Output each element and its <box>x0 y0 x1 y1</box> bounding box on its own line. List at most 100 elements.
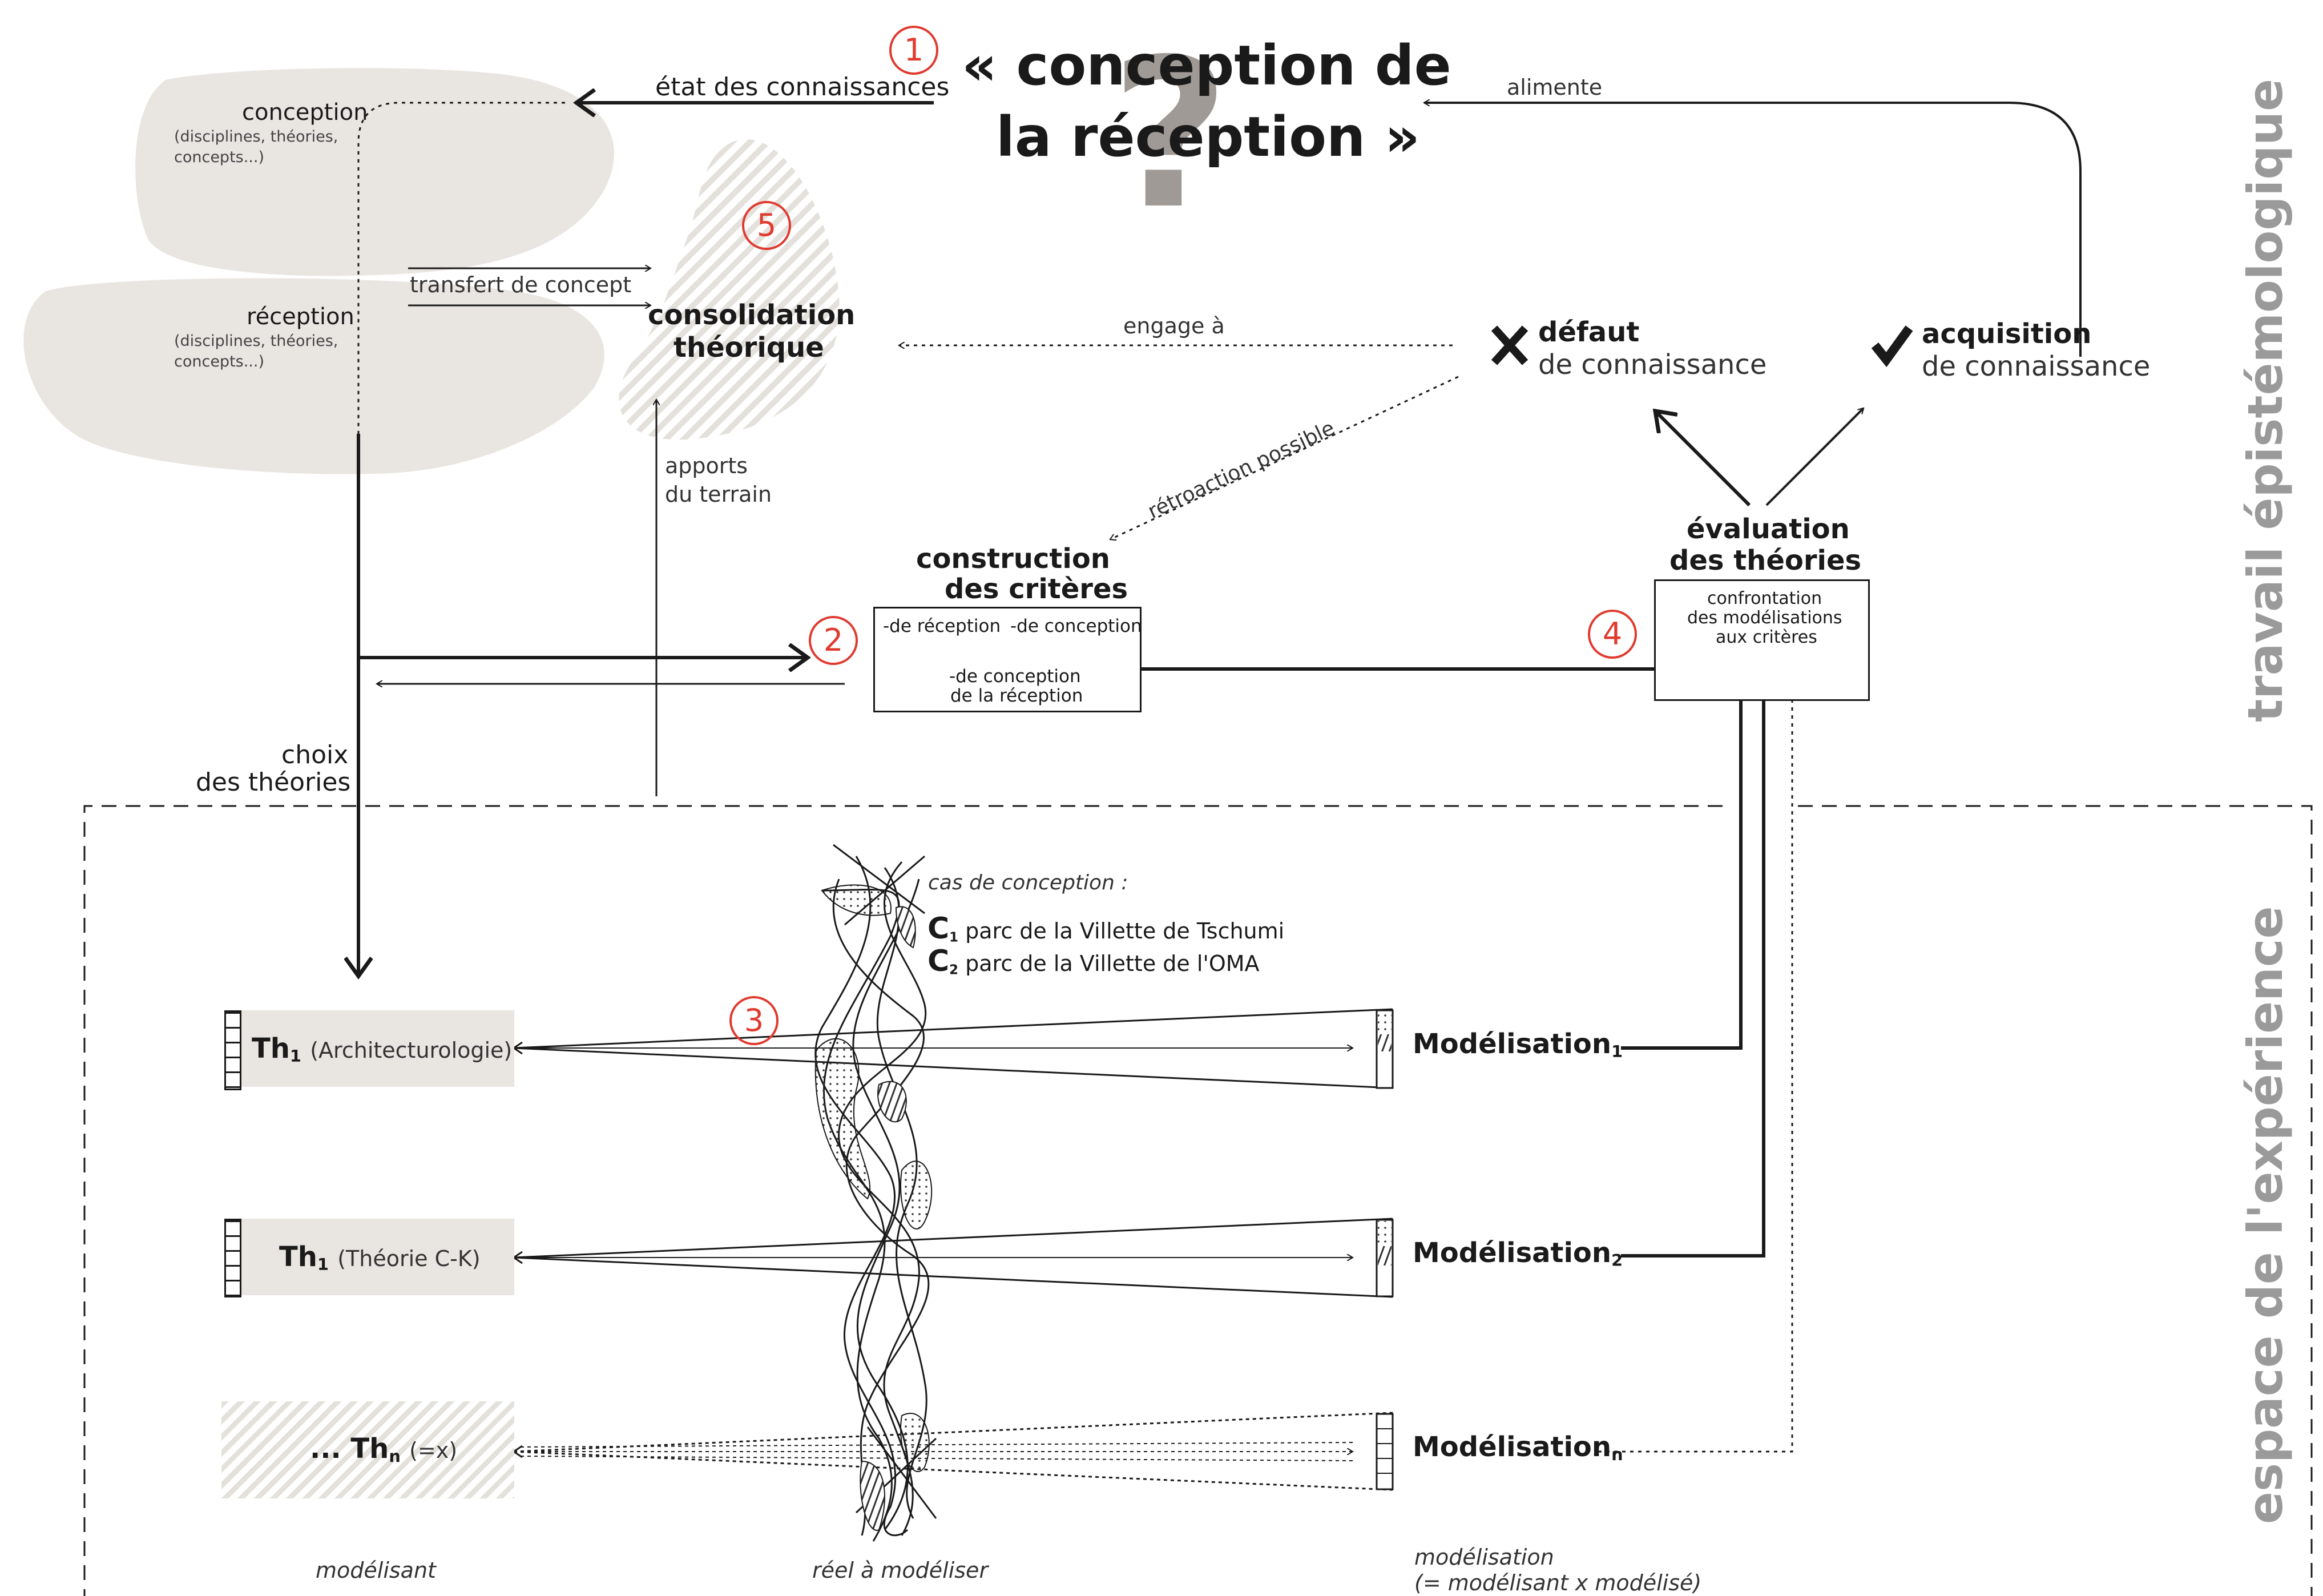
case-c1-text: parc de la Villette de Tschumi <box>965 918 1285 944</box>
theory-2-box: Th1 (Théorie C-K) <box>241 1219 514 1295</box>
conception-dotted <box>357 102 565 434</box>
reel-dots-patch-4 <box>900 1413 930 1472</box>
footer-reel: réel à modéliser <box>812 1558 989 1583</box>
consolidation-label-2: théorique <box>673 332 824 364</box>
model-2-sub: 2 <box>1611 1251 1623 1271</box>
step-5-badge: 5 <box>742 201 791 250</box>
theory-1-ruler <box>224 1010 241 1090</box>
step-3-badge: 3 <box>729 996 779 1045</box>
engage-label: engage à <box>1123 313 1225 338</box>
etat-label: état des connaissances <box>655 72 950 102</box>
case-c2-text: parc de la Villette de l'OMA <box>965 951 1260 976</box>
conception-blob <box>135 68 614 276</box>
step-1-badge: 1 <box>889 26 938 75</box>
apports-label-2: du terrain <box>665 482 772 507</box>
case-c1-letter: C <box>927 912 950 946</box>
theory-2-ruler <box>224 1219 241 1297</box>
question-mark: ? <box>1111 15 1230 254</box>
step-2-badge: 2 <box>809 616 858 665</box>
case-c2-letter: C <box>927 944 950 978</box>
acquisition-label-2: de connaissance <box>1922 350 2151 382</box>
conception-sub-2: concepts...) <box>174 148 265 166</box>
projection-row-2 <box>512 1218 1393 1298</box>
theory-1-sub: 1 <box>289 1046 301 1066</box>
conception-sub-1: (disciplines, théories, <box>174 128 338 146</box>
evaluation-body-1: confrontation <box>1707 589 1822 608</box>
model-n-name: Modélisation <box>1413 1431 1612 1463</box>
conception-title: conception <box>242 99 368 126</box>
theory-n-box: ... Thn (=x) <box>221 1401 514 1498</box>
cross-icon <box>1491 325 1528 365</box>
evaluation-title-1: évaluation <box>1687 513 1850 545</box>
footer-modelisation-2: (= modélisant x modélisé) <box>1414 1570 1702 1595</box>
case-c1-sub: 1 <box>949 930 959 945</box>
retroaction-arrow <box>1110 376 1459 539</box>
criteres-title-1: construction <box>916 543 1110 575</box>
criteres-title-2: des critères <box>945 573 1128 605</box>
theory-1-box: Th1 (Architecturologie) <box>241 1010 514 1087</box>
theory-2-name: Th <box>279 1241 317 1273</box>
choix-label-1: choix <box>281 740 349 769</box>
to-acquisition-arrow <box>1765 407 1865 506</box>
theory-n-desc: (=x) <box>409 1438 458 1463</box>
evaluation-body-3: aux critères <box>1716 627 1817 647</box>
step-4-badge: 4 <box>1588 610 1637 659</box>
reel-dots-patch-3 <box>900 1160 933 1230</box>
experience-frame <box>83 805 2313 1596</box>
case-c1: C1 parc de la Villette de Tschumi <box>927 912 1284 946</box>
reel-lines-patch-1 <box>895 906 916 949</box>
theory-n-label: ... Thn (=x) <box>310 1433 457 1466</box>
criteres-cdr-2: de la réception <box>950 686 1083 706</box>
side-experience-label: espace de l'expérience <box>2237 906 2293 1524</box>
theory-2-sub: 1 <box>317 1255 329 1275</box>
acquisition-label-1: acquisition <box>1922 318 2092 350</box>
criteres-conception: -de conception <box>1010 616 1142 636</box>
theory-2-label: Th1 (Théorie C-K) <box>279 1241 481 1275</box>
model-1-label: Modélisation1 <box>1413 1028 1623 1062</box>
model-2-label: Modélisation2 <box>1413 1237 1623 1271</box>
defaut-label-2: de connaissance <box>1538 349 1767 381</box>
reel-dots-patch-1 <box>821 884 892 916</box>
mod-box-n <box>1376 1413 1394 1490</box>
evaluation-title-2: des théories <box>1669 545 1862 577</box>
criteres-reception: -de réception <box>883 616 1001 636</box>
cases-heading: cas de conception : <box>928 871 1128 894</box>
title-line-1: « conception de <box>962 34 1451 98</box>
reception-blob <box>23 278 604 474</box>
theory-2-desc: (Théorie C-K) <box>337 1246 481 1271</box>
criteres-box: -de réception -de conception -de concept… <box>873 607 1142 712</box>
to-defaut-arrow <box>1655 411 1751 507</box>
reel-lines-patch-3 <box>860 1460 885 1531</box>
theory-1-desc: (Architecturologie) <box>310 1038 513 1063</box>
check-icon <box>1871 325 1913 368</box>
projection-row-1 <box>512 1008 1393 1089</box>
mod1-connector <box>1621 675 1741 1050</box>
apports-label-1: apports <box>665 453 748 478</box>
footer-modelisation-1: modélisation <box>1414 1545 1554 1570</box>
footer-modelisant: modélisant <box>316 1558 436 1583</box>
title-line-2: la réception » <box>996 105 1420 169</box>
side-epistemo-label: travail épistémologique <box>2237 78 2293 722</box>
defaut-label-1: défaut <box>1538 316 1640 348</box>
alimente-label: alimente <box>1507 75 1603 100</box>
reel-dots-patch-2 <box>814 1038 871 1200</box>
reception-sub-2: concepts...) <box>174 353 265 370</box>
consolidation-blob <box>619 139 840 440</box>
evaluation-box: confrontation des modélisations aux crit… <box>1654 579 1870 701</box>
theory-1-label: Th1 (Architecturologie) <box>252 1033 512 1066</box>
case-c2: C2 parc de la Villette de l'OMA <box>927 944 1260 979</box>
evaluation-body-2: des modélisations <box>1687 608 1842 628</box>
projection-row-n <box>512 1412 1393 1491</box>
theory-n-name: ... Th <box>310 1433 389 1465</box>
reel-lines-patch-2 <box>877 1081 907 1123</box>
criteres-cdr-1: -de conception <box>949 666 1081 687</box>
case-c2-sub: 2 <box>949 962 959 978</box>
model-n-sub: n <box>1611 1445 1623 1465</box>
consolidation-label-1: consolidation <box>648 299 856 331</box>
theory-1-name: Th <box>252 1033 290 1065</box>
model-2-name: Modélisation <box>1413 1237 1612 1269</box>
model-n-label: Modélisationn <box>1413 1431 1623 1465</box>
model-1-sub: 1 <box>1611 1042 1623 1062</box>
